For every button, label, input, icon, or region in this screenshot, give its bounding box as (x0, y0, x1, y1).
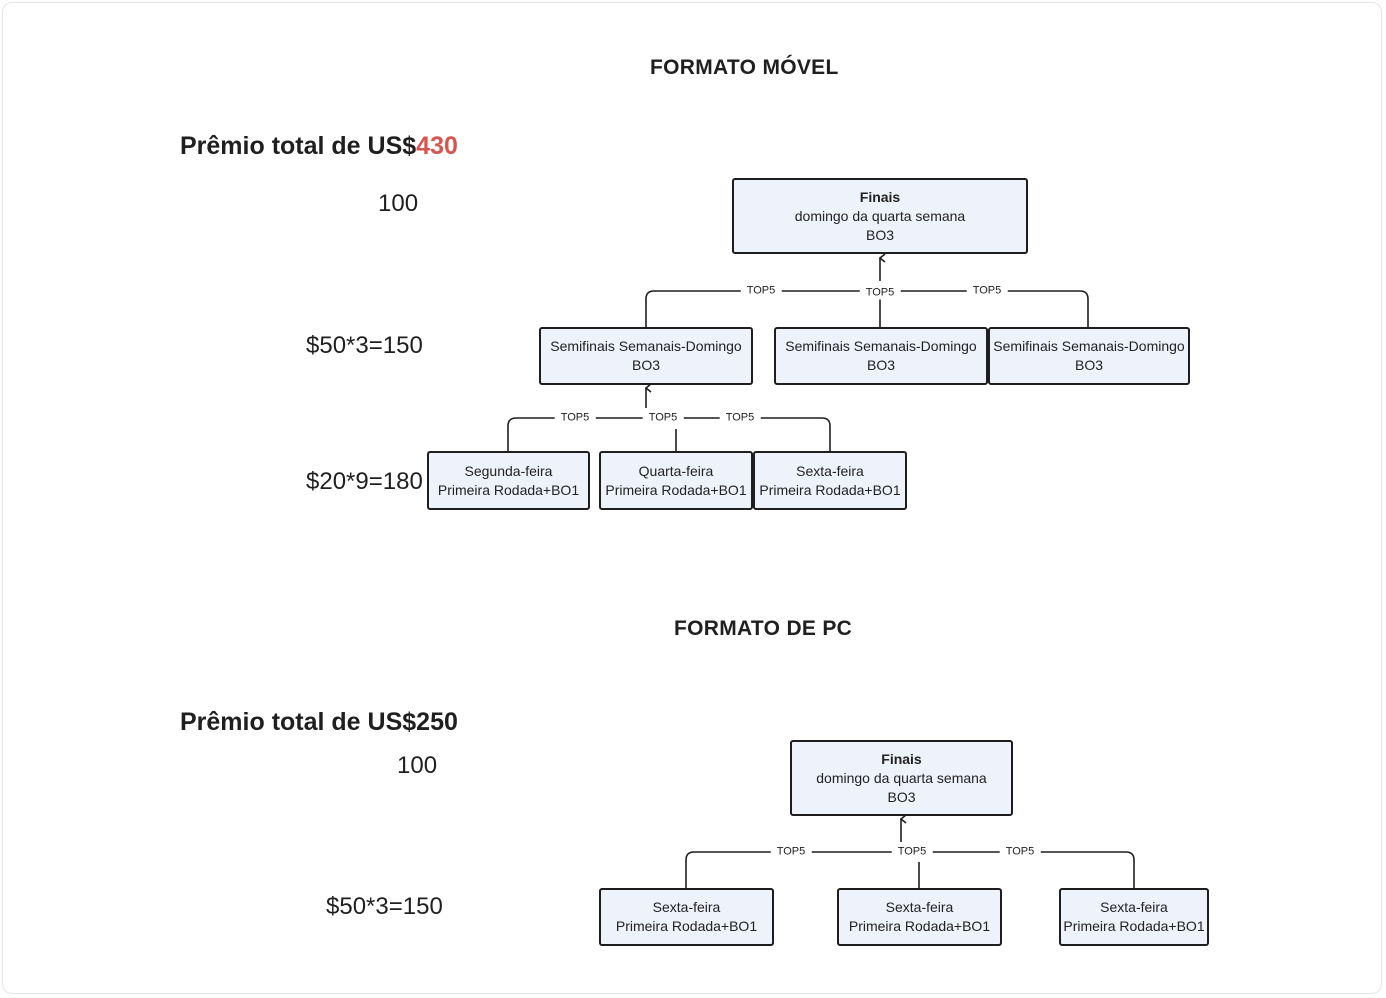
edge-label-top5: TOP5 (999, 845, 1041, 859)
mobile-round-node-wednesday: Quarta-feira Primeira Rodada+BO1 (599, 451, 753, 510)
pc-round-node-1: Sexta-feira Primeira Rodada+BO1 (599, 888, 774, 946)
mobile-amount-semis: $50*3=150 (306, 332, 423, 359)
edge-label-top5: TOP5 (719, 411, 761, 425)
mobile-total-prize: Prêmio total de US$430 (180, 132, 458, 161)
mobile-semi-node-2: Semifinais Semanais-Domingo BO3 (774, 327, 988, 385)
edge-label-top5: TOP5 (554, 411, 596, 425)
node-line: BO3 (887, 788, 916, 805)
node-line: Semifinais Semanais-Domingo (550, 338, 742, 354)
node-line: Sexta-feira (1100, 899, 1168, 915)
node-line: BO3 (865, 226, 894, 243)
edge-label-top5: TOP5 (740, 284, 782, 298)
pc-amount-rounds: $50*3=150 (326, 893, 443, 920)
node-title: Finais (881, 750, 922, 767)
node-line: Segunda-feira (464, 462, 553, 479)
node-line: Primeira Rodada+BO1 (605, 481, 747, 498)
mobile-semi-node-3: Semifinais Semanais-Domingo BO3 (988, 327, 1190, 385)
node-line: BO3 (866, 357, 895, 373)
pc-round-node-3: Sexta-feira Primeira Rodada+BO1 (1059, 888, 1209, 946)
prize-value-highlight: 430 (416, 132, 458, 160)
mobile-round-node-friday: Sexta-feira Primeira Rodada+BO1 (753, 451, 907, 510)
node-title: Finais (859, 188, 901, 205)
heading-mobile-format: FORMATO MÓVEL (650, 56, 839, 79)
node-line: Primeira Rodada+BO1 (437, 481, 580, 498)
pc-round-node-2: Sexta-feira Primeira Rodada+BO1 (837, 888, 1002, 946)
mobile-finals-node: Finais domingo da quarta semana BO3 (732, 178, 1028, 254)
mobile-round-node-monday: Segunda-feira Primeira Rodada+BO1 (427, 451, 590, 510)
node-line: BO3 (1074, 357, 1103, 373)
node-line: Sexta-feira (652, 899, 721, 915)
node-line: Semifinais Semanais-Domingo (993, 338, 1185, 354)
node-line: Primeira Rodada+BO1 (1063, 918, 1205, 934)
edge-label-top5: TOP5 (966, 284, 1008, 298)
node-line: Sexta-feira (796, 462, 864, 479)
pc-finals-node: Finais domingo da quarta semana BO3 (790, 740, 1013, 816)
node-line: Sexta-feira (885, 899, 954, 915)
node-line: Primeira Rodada+BO1 (848, 918, 991, 934)
edge-label-top5: TOP5 (859, 286, 901, 300)
node-line: BO3 (631, 357, 660, 373)
node-line: Primeira Rodada+BO1 (615, 918, 758, 934)
edge-label-top5: TOP5 (891, 845, 933, 859)
node-line: domingo da quarta semana (794, 207, 966, 224)
edge-label-top5: TOP5 (642, 411, 684, 425)
pc-amount-finals: 100 (397, 752, 438, 779)
prize-prefix: Prêmio total de US$ (180, 132, 417, 160)
pc-total-prize: Prêmio total de US$250 (180, 708, 458, 736)
mobile-semi-node-1: Semifinais Semanais-Domingo BO3 (539, 327, 753, 385)
mobile-amount-finals: 100 (378, 190, 419, 217)
heading-pc-format: FORMATO DE PC (674, 617, 853, 640)
node-line: Quarta-feira (638, 462, 714, 479)
node-line: Primeira Rodada+BO1 (759, 481, 901, 498)
edge-label-top5: TOP5 (770, 845, 812, 859)
node-line: Semifinais Semanais-Domingo (785, 338, 977, 354)
mobile-amount-rounds: $20*9=180 (306, 468, 423, 495)
node-line: domingo da quarta semana (816, 769, 987, 786)
